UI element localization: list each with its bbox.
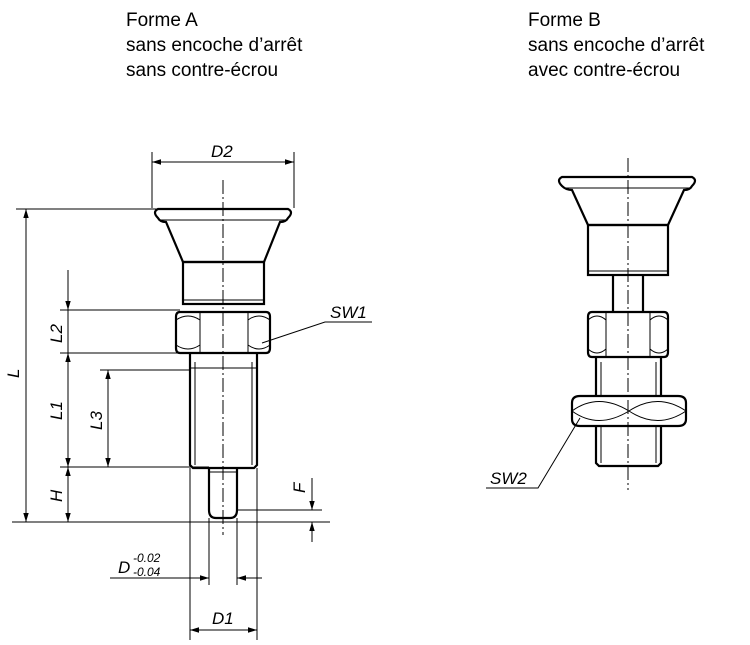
thread-shank-a xyxy=(188,353,259,470)
lock-nut-b xyxy=(570,394,688,428)
thread-end-b xyxy=(594,426,663,468)
plunger-form-a xyxy=(153,180,293,535)
caption-form-a: Forme A sans encoche d’arrêt sans contre… xyxy=(126,8,302,83)
label-d1: D1 xyxy=(212,609,234,628)
label-l3: L3 xyxy=(87,411,106,430)
form-b-title: Forme B xyxy=(528,10,601,31)
label-l: L xyxy=(4,369,23,378)
caption-form-b: Forme B sans encoche d’arrêt avec contre… xyxy=(528,8,704,83)
hex-body-a xyxy=(174,310,272,355)
label-d-tol-upper: -0.02 xyxy=(133,551,161,565)
label-h: H xyxy=(47,489,66,502)
dimensions-form-a: D2 L L2 L1 L3 H F D -0.02 xyxy=(4,142,372,640)
plunger-form-b xyxy=(557,158,697,490)
form-a-line2: sans contre-écrou xyxy=(126,60,279,81)
collar-a xyxy=(181,260,266,306)
form-b-line1: sans encoche d’arrêt xyxy=(528,35,705,56)
label-l2: L2 xyxy=(47,324,66,343)
pin-a xyxy=(207,468,239,520)
label-d2: D2 xyxy=(211,142,233,161)
label-d-tol-lower: -0.04 xyxy=(133,565,161,579)
form-a-title: Forme A xyxy=(126,10,198,31)
collar-b xyxy=(586,223,670,277)
label-sw2: SW2 xyxy=(490,469,527,488)
label-sw1: SW1 xyxy=(330,303,367,322)
label-f: F xyxy=(290,481,309,493)
form-b-line2: avec contre-écrou xyxy=(528,60,681,81)
form-a-line1: sans encoche d’arrêt xyxy=(126,35,303,56)
leader-sw1 xyxy=(261,321,372,344)
knob-b xyxy=(557,175,697,227)
label-l1: L1 xyxy=(47,401,66,420)
leader-sw2 xyxy=(486,417,581,489)
label-d: D xyxy=(118,558,130,577)
hex-body-b xyxy=(586,310,670,359)
dimensions-form-b: SW2 xyxy=(486,417,581,489)
pin-shaft-b xyxy=(611,275,645,312)
knob-a xyxy=(153,207,293,264)
